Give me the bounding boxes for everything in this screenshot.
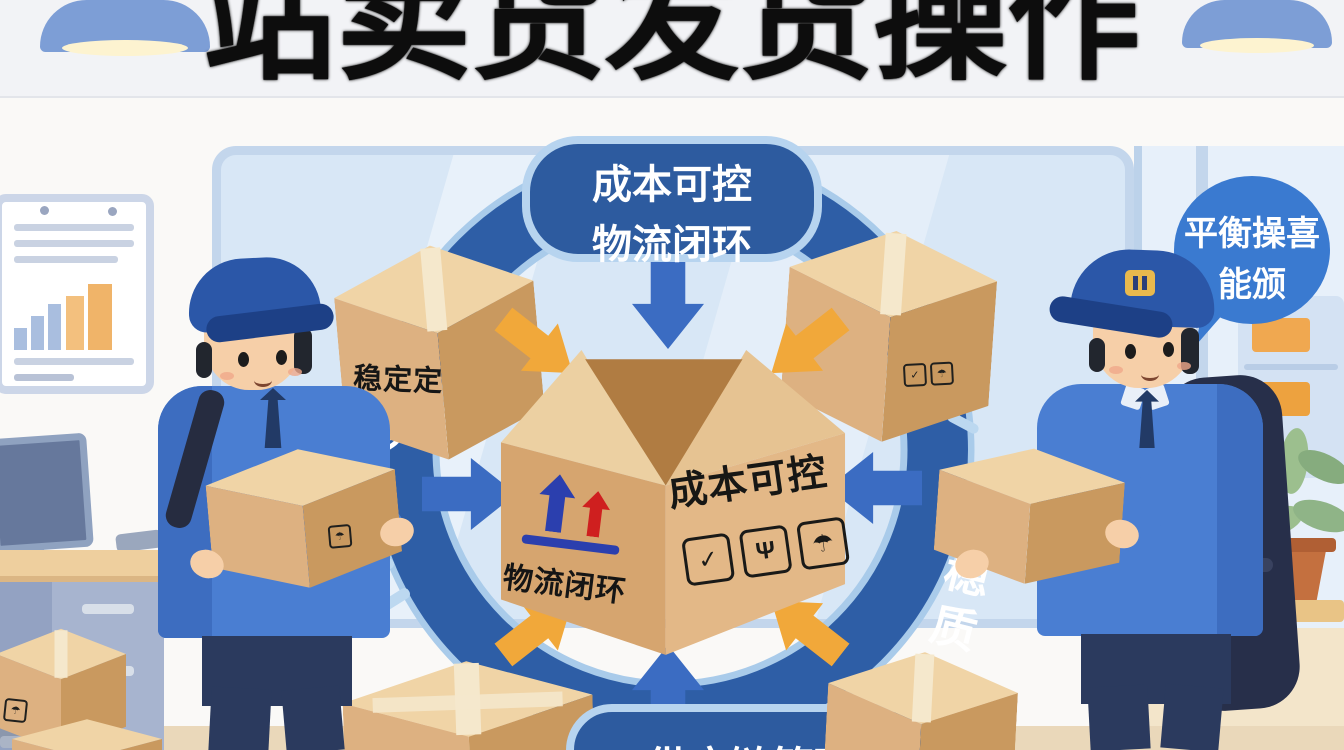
board-line <box>14 240 134 247</box>
handling-icons: ☂ <box>327 523 353 549</box>
umbrella-icon: ☂ <box>795 516 851 571</box>
hair <box>294 328 312 374</box>
worker-left: ☂ <box>148 254 453 750</box>
blush <box>1177 362 1191 370</box>
pant-leg <box>208 686 272 750</box>
held-box: ☂ <box>201 422 404 596</box>
center-box-left-label: 物流闭环 <box>500 561 629 610</box>
bar-chart-bar <box>14 328 27 350</box>
pant-leg <box>1087 684 1151 750</box>
ceiling-lamp-right-icon <box>1182 0 1332 56</box>
board-line <box>14 374 74 381</box>
eye <box>1125 344 1136 359</box>
worker-right <box>985 247 1315 750</box>
top-bubble: 成本可控 物流闭环 <box>522 136 822 267</box>
bar-chart-bar <box>31 316 44 350</box>
hair <box>196 342 212 378</box>
cap-emblem-icon <box>1125 270 1155 296</box>
smile <box>1141 368 1159 381</box>
stacked-box <box>12 706 162 750</box>
pant-leg <box>1160 683 1224 750</box>
lamp-light <box>62 40 188 56</box>
handling-icons: ✓ ☂ <box>902 361 954 388</box>
whiteboard <box>0 194 154 394</box>
poster-title: 站卖货发货操作 <box>202 0 1141 96</box>
shipping-arrows-icon: 物流闭环 <box>501 471 660 646</box>
bar-chart-bar <box>88 284 112 350</box>
center-open-box: 物流闭环 成本可控 ✓ Ψ ☂ <box>490 350 856 658</box>
wall-upper <box>0 0 1344 98</box>
center-box-right-content: 成本可控 ✓ Ψ ☂ <box>664 439 857 641</box>
desktop-monitor <box>0 432 94 554</box>
vest-shade <box>1217 384 1263 636</box>
board-line <box>14 358 134 365</box>
board-line <box>14 256 118 263</box>
box-tape <box>54 630 68 678</box>
blush <box>1109 366 1123 374</box>
top-bubble-line1: 成本可控 <box>592 163 752 207</box>
bottom-bubble-label: 供应链管理 <box>574 734 928 750</box>
smile <box>254 374 272 387</box>
box-top-face <box>12 719 162 750</box>
speech-bubble-line2: 能颁 <box>1218 266 1286 304</box>
check-icon: ✓ <box>681 532 736 587</box>
hair <box>1089 338 1105 372</box>
emblem-bar <box>1142 276 1147 290</box>
lamp-light <box>1200 38 1314 53</box>
handling-icons: ✓ Ψ ☂ <box>681 516 851 587</box>
stacked-box: ☂ <box>0 612 126 750</box>
drawer-handle <box>82 604 134 614</box>
desk-edge <box>0 576 178 584</box>
goblet-icon: Ψ <box>738 524 793 579</box>
red-up-arrow-icon <box>579 489 612 538</box>
emblem-bar <box>1133 276 1138 290</box>
eye <box>238 352 249 367</box>
top-bubble-line2: 物流闭环 <box>592 223 752 267</box>
bar-chart-bar <box>48 304 61 350</box>
ceiling-lamp-left-icon <box>40 0 210 58</box>
blue-up-arrow-icon <box>535 472 578 534</box>
board-line <box>14 224 134 231</box>
pin-dot <box>40 206 49 215</box>
blush <box>220 372 234 380</box>
arrow-baseline <box>521 534 620 556</box>
speech-bubble-line1: 平衡操喜 <box>1184 215 1320 253</box>
shelf-line <box>1244 364 1338 370</box>
pant-leg <box>281 685 345 750</box>
check-icon: ✓ <box>902 363 927 388</box>
blush <box>288 368 302 376</box>
eye <box>276 350 287 365</box>
bar-chart-bar <box>66 296 84 350</box>
desk-top <box>0 550 178 578</box>
folder-icon <box>1252 318 1310 352</box>
pin-dot <box>108 207 117 216</box>
umbrella-icon: ☂ <box>327 523 353 549</box>
eye <box>1163 342 1174 357</box>
umbrella-icon: ☂ <box>929 361 954 387</box>
